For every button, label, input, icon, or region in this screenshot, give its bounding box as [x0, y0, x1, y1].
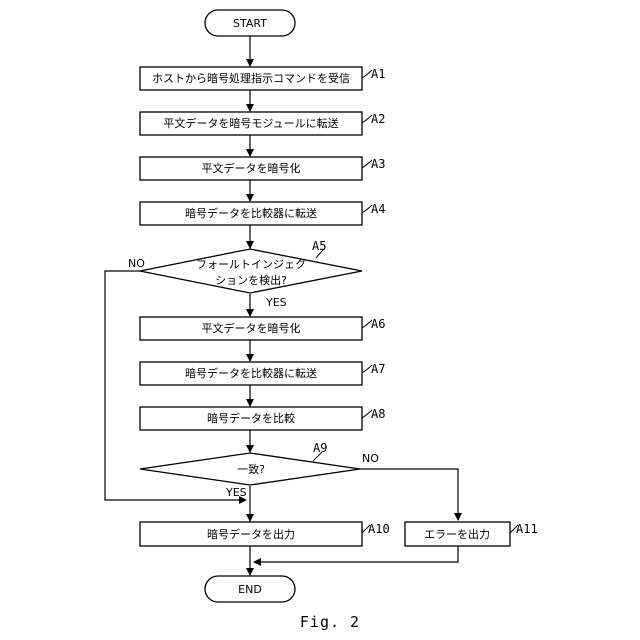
decision-a9-tag: A9 — [313, 441, 327, 455]
decision-a5-tag: A5 — [312, 239, 326, 253]
decision-a5-yes-label: YES — [265, 296, 287, 309]
step-a4-tag: A4 — [371, 202, 385, 216]
step-a10-tag: A10 — [368, 522, 390, 536]
step-a11-tag: A11 — [516, 522, 538, 536]
step-a2-label: 平文データを暗号モジュールに転送 — [163, 116, 338, 130]
step-a3-tag: A3 — [371, 157, 385, 171]
arrow-a11-merge — [254, 546, 458, 562]
figure-caption: Fig. 2 — [300, 613, 360, 631]
step-a1-tag: A1 — [371, 67, 385, 81]
step-a8-label: 暗号データを比較 — [207, 411, 295, 425]
end-label: END — [238, 583, 262, 596]
step-a8-tag: A8 — [371, 407, 385, 421]
decision-a5-label-line1: フォールトインジェク — [196, 258, 306, 271]
step-a6-tag: A6 — [371, 317, 385, 331]
decision-a5-label-line2: ションを検出? — [215, 273, 287, 287]
step-a7-label: 暗号データを比較器に転送 — [185, 366, 317, 380]
step-a10-label: 暗号データを出力 — [207, 527, 295, 541]
step-a7-tag: A7 — [371, 362, 385, 376]
arrow-a9-no-a11 — [360, 469, 458, 520]
step-a2-tag: A2 — [371, 112, 385, 126]
decision-a5-no-label: NO — [128, 257, 145, 270]
step-a11-label: エラーを出力 — [424, 527, 490, 541]
decision-a9-label: 一致? — [237, 462, 265, 476]
step-a4-label: 暗号データを比較器に転送 — [185, 206, 317, 220]
decision-a9-yes-label: YES — [225, 486, 247, 499]
start-label: START — [233, 17, 267, 30]
step-a1-label: ホストから暗号処理指示コマンドを受信 — [152, 71, 350, 85]
step-a3-label: 平文データを暗号化 — [202, 161, 301, 175]
step-a6-label: 平文データを暗号化 — [202, 321, 301, 335]
decision-a9-no-label: NO — [362, 452, 379, 465]
